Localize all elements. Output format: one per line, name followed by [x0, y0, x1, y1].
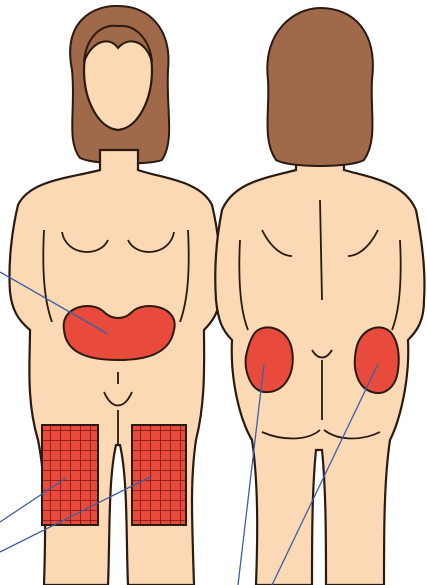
zone-right-upper-buttock [355, 327, 399, 393]
back-figure [215, 8, 424, 585]
back-hair [267, 8, 373, 166]
zone-left-upper-buttock [246, 327, 293, 392]
zone-right-thigh [132, 425, 186, 525]
zone-left-thigh [42, 425, 98, 525]
